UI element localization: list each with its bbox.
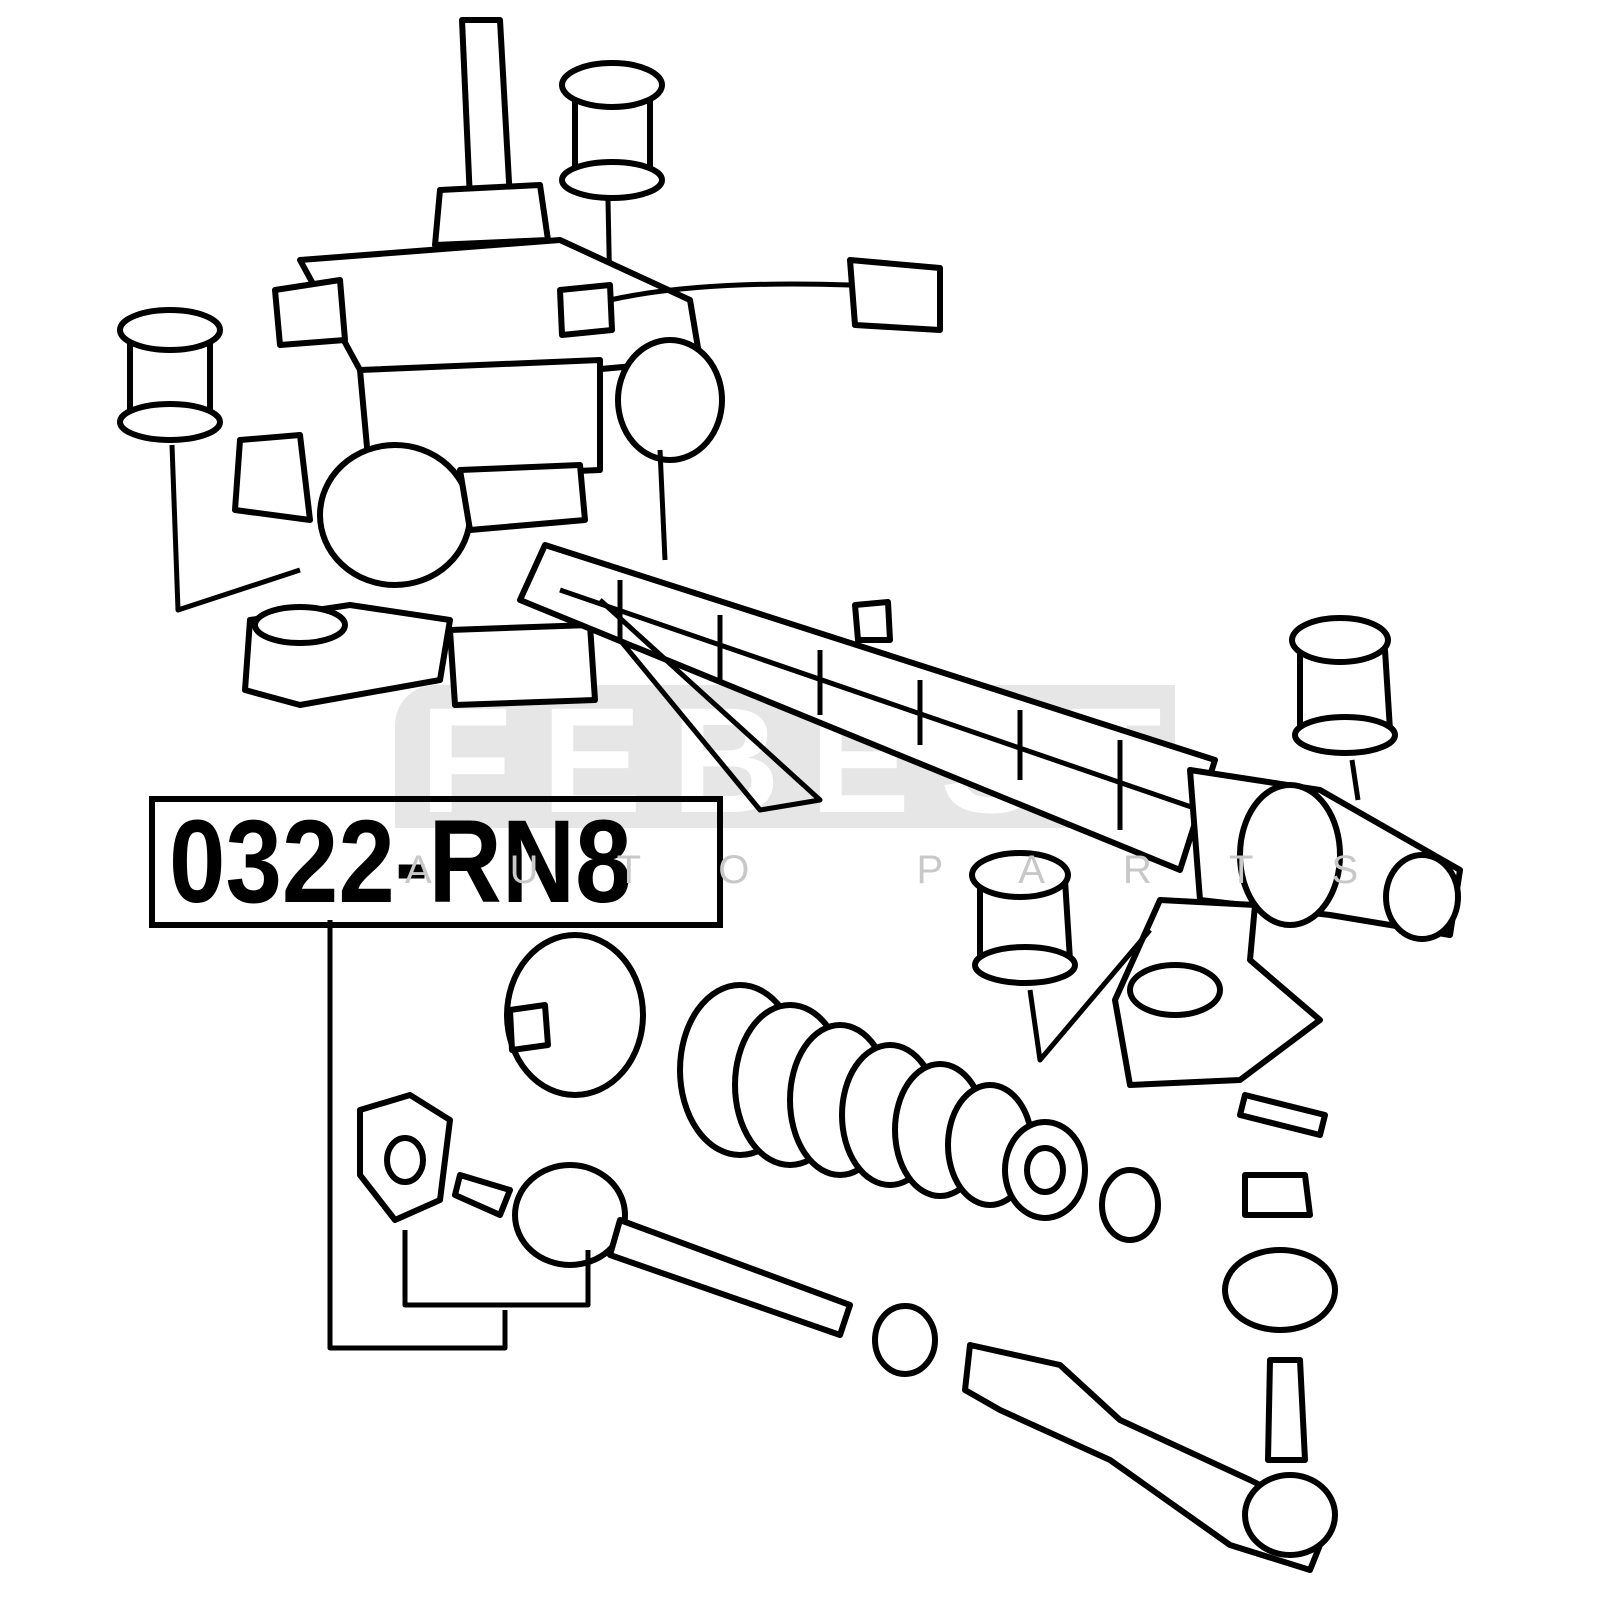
bushing-top	[559, 60, 665, 301]
bushing-right-lower	[969, 850, 1152, 1063]
watermark-subtitle: AUTO PARTS	[405, 848, 1437, 892]
pressure-pipe	[432, 17, 551, 248]
rack-boot	[677, 982, 1161, 1243]
valve-housing	[232, 237, 943, 708]
outer-tie-rod-end	[962, 1092, 1338, 1573]
part-number-label: 0322-RN8	[149, 796, 723, 928]
bushing-left	[117, 307, 301, 613]
boot-clamp	[504, 932, 646, 1098]
inner-tie-rod	[357, 1092, 938, 1377]
rack-housing-tube	[517, 542, 1463, 1088]
bushing-right-upper	[1289, 615, 1398, 801]
label-leader-line	[327, 920, 508, 1351]
part-number-text: 0322-RN8	[169, 796, 632, 928]
